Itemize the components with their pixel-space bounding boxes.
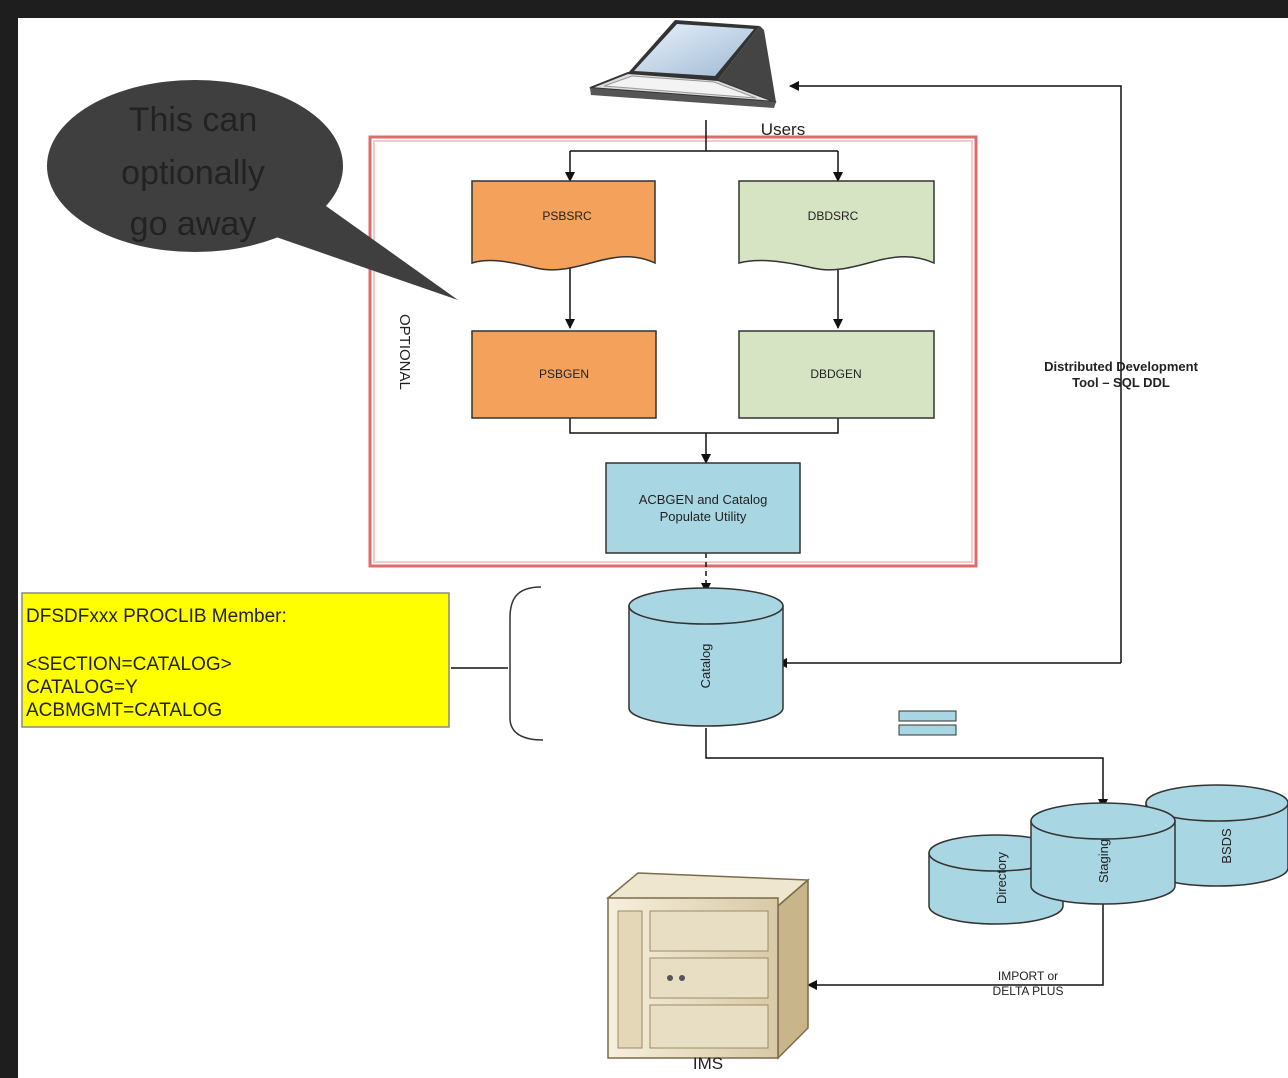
optional-frame: OPTIONAL [368, 135, 978, 568]
acbgen-label-line2: Populate Utility [660, 509, 747, 524]
acbgen-node: ACBGEN and Catalog Populate Utility [605, 462, 801, 554]
ddt-label-line2: Tool – SQL DDL [1072, 375, 1170, 390]
callout-line-3: go away [130, 205, 257, 243]
proclib-box: DFSDFxxx PROCLIB Member: <SECTION=CATALO… [21, 592, 450, 728]
dbdgen-label: DBDGEN [810, 367, 861, 381]
dbdsrc-node: DBDSRC [738, 180, 935, 271]
dbdgen-node: DBDGEN [738, 330, 935, 419]
bsds-cylinder: BSDS [1145, 784, 1288, 887]
callout-line-2: optionally [121, 154, 265, 192]
psbsrc-label: PSBSRC [542, 209, 592, 223]
psbgen-node: PSBGEN [471, 330, 657, 419]
psbgen-label: PSBGEN [539, 367, 589, 381]
directory-label: Directory [994, 852, 1009, 905]
ddt-label-line1: Distributed Development [1044, 359, 1199, 374]
ims-label: IMS [693, 1054, 723, 1073]
equals-icon [898, 710, 957, 736]
directory-cylinder: Directory [928, 834, 1064, 925]
catalog-label: Catalog [698, 644, 713, 689]
dbdsrc-label: DBDSRC [808, 209, 859, 223]
callout-bubble: This can optionally go away [47, 80, 458, 300]
proclib-line-3: <SECTION=CATALOG> [26, 654, 232, 675]
connectors [451, 81, 1122, 990]
psbsrc-node: PSBSRC [471, 180, 656, 271]
optional-label: OPTIONAL [396, 314, 413, 390]
acbgen-label-line1: ACBGEN and Catalog [639, 492, 768, 507]
bsds-label: BSDS [1219, 828, 1234, 864]
server-icon [606, 872, 810, 1060]
import-label-line2: DELTA PLUS [993, 984, 1064, 998]
laptop-icon [589, 20, 777, 108]
callout-line-1: This can [129, 101, 258, 139]
users-label: Users [761, 120, 805, 139]
proclib-line-4: CATALOG=Y [26, 677, 138, 698]
import-label-line1: IMPORT or [998, 969, 1058, 983]
staging-cylinder: Staging [1030, 802, 1176, 905]
staging-label: Staging [1096, 839, 1111, 883]
proclib-line-5: ACBMGMT=CATALOG [26, 700, 222, 721]
proclib-line-1: DFSDFxxx PROCLIB Member: [26, 606, 287, 627]
bracket [509, 586, 544, 741]
diagram-canvas: OPTIONAL Users PSBSRC [18, 18, 1288, 1078]
catalog-cylinder: Catalog [628, 587, 784, 727]
